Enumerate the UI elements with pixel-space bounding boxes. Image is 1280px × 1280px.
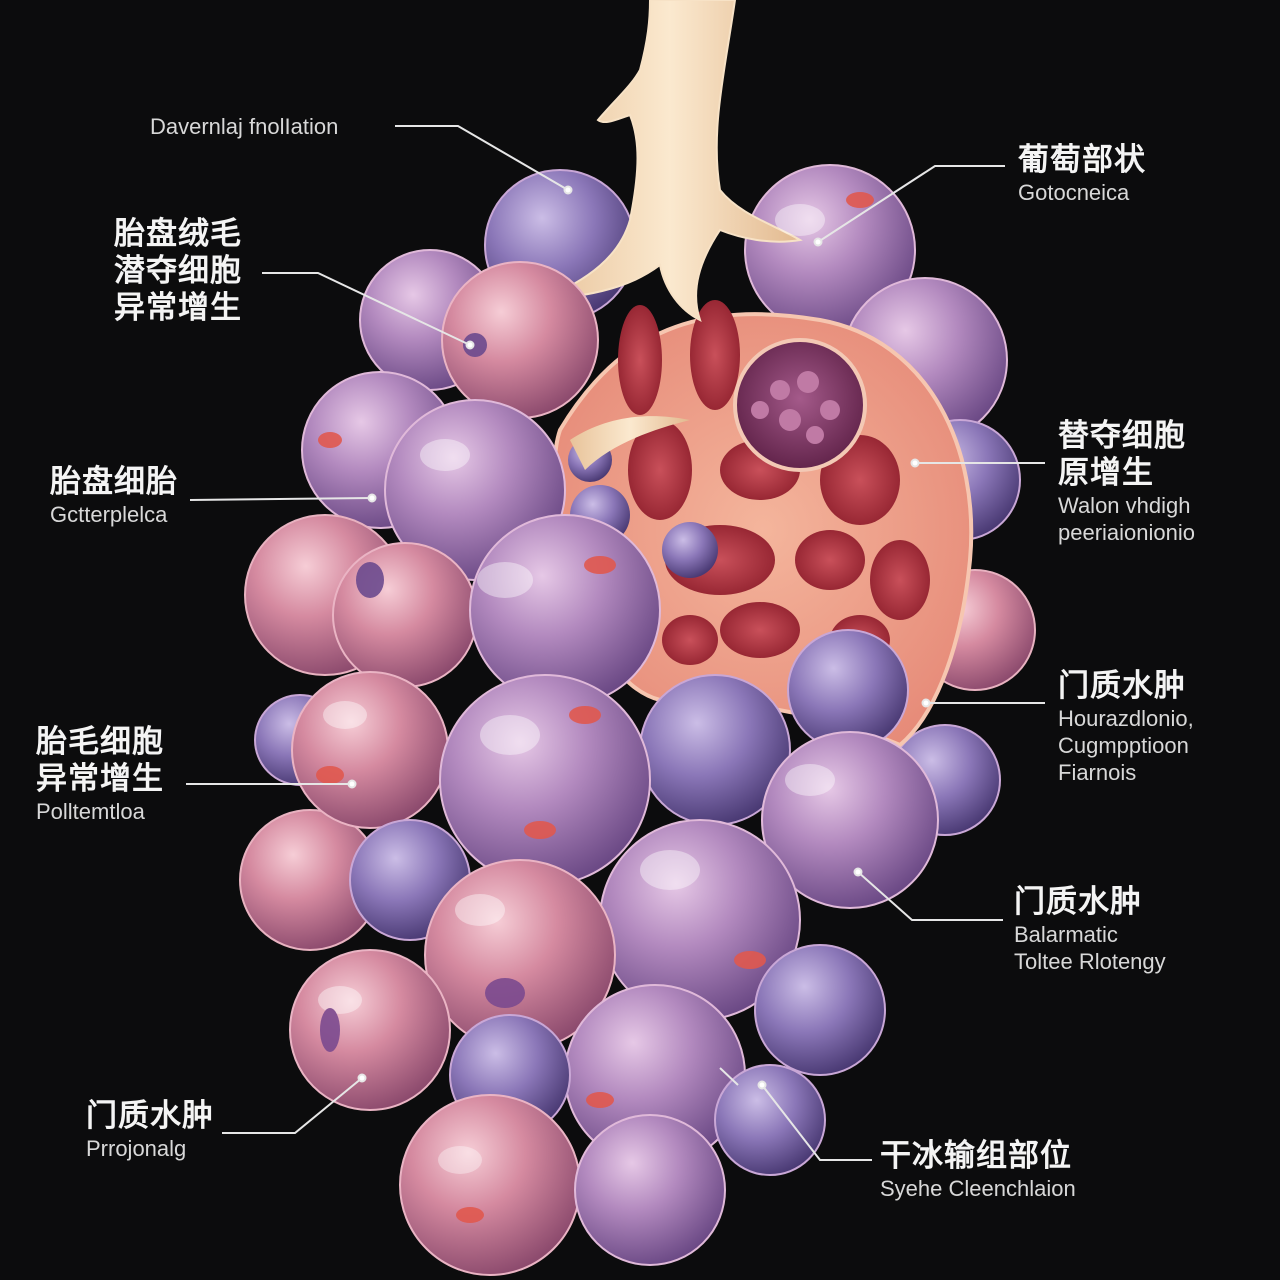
label-right-1-en-line2: peeriaionionio xyxy=(1058,519,1195,546)
label-right-2-en-line1: Hourazdlonio, xyxy=(1058,705,1194,732)
label-right-2-en-line3: Fiarnois xyxy=(1058,759,1194,786)
label-left-4-en: Prrojonalg xyxy=(86,1135,214,1162)
label-top-left-en: Davernlaj fnolIation xyxy=(150,113,338,140)
label-right-2-zh: 门质水肿 xyxy=(1058,668,1194,705)
label-right-1-en-line1: Walon vhdigh xyxy=(1058,492,1195,519)
label-right-3-en-line2: Toltee Rlotengy xyxy=(1014,948,1166,975)
label-left-3-zh-line2: 异常增生 xyxy=(36,761,164,798)
label-left-3: 胎毛细胞 异常增生 Polltemtloa xyxy=(36,724,164,825)
label-left-2-zh: 胎盘细胎 xyxy=(50,464,178,501)
label-right-2-en-line2: Cugmpptioon xyxy=(1058,732,1194,759)
label-right-1-zh-line2: 原增生 xyxy=(1058,455,1195,492)
label-right-3: 门质水肿 Balarmatic Toltee Rlotengy xyxy=(1014,884,1166,975)
label-top-left: Davernlaj fnolIation xyxy=(150,113,338,140)
label-top-right-zh: 葡萄部状 xyxy=(1018,142,1146,179)
label-left-1-zh-line3: 异常增生 xyxy=(114,290,242,327)
label-right-2: 门质水肿 Hourazdlonio, Cugmpptioon Fiarnois xyxy=(1058,668,1194,786)
label-left-2-en: Gctterplelca xyxy=(50,501,178,528)
label-right-3-en-line1: Balarmatic xyxy=(1014,921,1166,948)
label-left-3-en: Polltemtloa xyxy=(36,798,164,825)
label-bottom-right: 干冰输组部位 Syehe Cleenchlaion xyxy=(880,1138,1076,1202)
label-right-1-zh-line1: 替夺细胞 xyxy=(1058,418,1195,455)
label-bottom-right-en: Syehe Cleenchlaion xyxy=(880,1175,1076,1202)
label-left-3-zh-line1: 胎毛细胞 xyxy=(36,724,164,761)
label-left-4: 门质水肿 Prrojonalg xyxy=(86,1098,214,1162)
label-left-4-zh: 门质水肿 xyxy=(86,1098,214,1135)
label-left-2: 胎盘细胎 Gctterplelca xyxy=(50,464,178,528)
label-left-1-zh-line1: 胎盘绒毛 xyxy=(114,216,242,253)
label-top-right-en: Gotocneica xyxy=(1018,179,1146,206)
label-bottom-right-zh: 干冰输组部位 xyxy=(880,1138,1076,1175)
label-top-right: 葡萄部状 Gotocneica xyxy=(1018,142,1146,206)
label-left-1: 胎盘绒毛 潜夺细胞 异常增生 xyxy=(114,216,242,327)
label-right-1: 替夺细胞 原增生 Walon vhdigh peeriaionionio xyxy=(1058,418,1195,546)
label-left-1-zh-line2: 潜夺细胞 xyxy=(114,253,242,290)
label-right-3-zh: 门质水肿 xyxy=(1014,884,1166,921)
